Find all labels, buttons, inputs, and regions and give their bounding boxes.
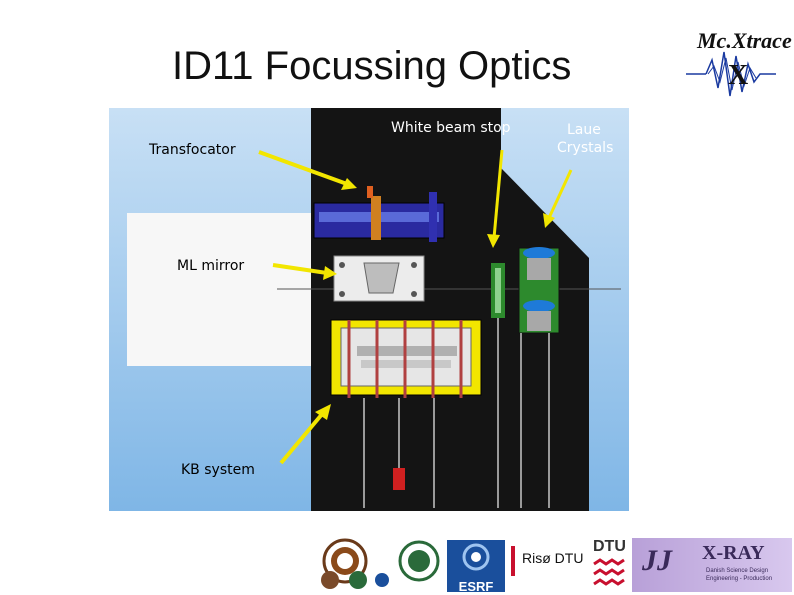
- label-white-beam-stop: White beam stop: [391, 120, 511, 136]
- slide-title: ID11 Focussing Optics: [172, 44, 572, 88]
- mcxtrace-logo-text: Mc.Xtrace: [697, 28, 792, 53]
- riso-dtu-logo: Risø DTU: [522, 550, 584, 566]
- laue-crystals-unit: [518, 247, 560, 508]
- esrf-logo-text: ESRF: [458, 579, 494, 594]
- green-seal-icon: [398, 540, 440, 582]
- xray-wave-icon: [686, 51, 776, 97]
- label-laue-line2: Crystals: [557, 140, 614, 156]
- callout-arrows: [258, 149, 573, 465]
- dtu-wave-icon: [593, 558, 625, 586]
- optics-diagram: Transfocator White beam stop Laue Crysta…: [109, 108, 629, 511]
- riso-divider: [511, 546, 515, 576]
- jjxray-sub1: Danish Science Design: [706, 568, 769, 574]
- jjxray-logo-text: X-RAY: [702, 542, 765, 564]
- kb-system-unit: [330, 319, 482, 508]
- dot-cluster-icon: [321, 571, 389, 589]
- optics-schematic: [127, 108, 621, 511]
- label-kb-system: KB system: [181, 462, 255, 478]
- white-beam-stop-unit: [491, 263, 505, 508]
- jjxray-logo: JJ X-RAY Danish Science Design Engineeri…: [632, 538, 792, 592]
- esrf-logo: ESRF: [447, 540, 505, 594]
- transfocator-unit: [313, 186, 445, 242]
- label-ml-mirror: ML mirror: [177, 258, 245, 274]
- label-laue-line1: Laue: [567, 122, 601, 138]
- dtu-logo: DTU: [593, 538, 626, 555]
- footer-logos: ESRF Risø DTU DTU JJ X-RAY Danish Scienc…: [0, 528, 794, 595]
- mcxtrace-logo-symbol: X: [728, 60, 749, 91]
- label-transfocator: Transfocator: [149, 142, 236, 158]
- jjxray-monogram: JJ: [642, 544, 672, 577]
- jjxray-sub2: Engineering - Production: [706, 576, 773, 582]
- ml-mirror-unit: [333, 255, 425, 302]
- esrf-ring-icon: [462, 543, 490, 571]
